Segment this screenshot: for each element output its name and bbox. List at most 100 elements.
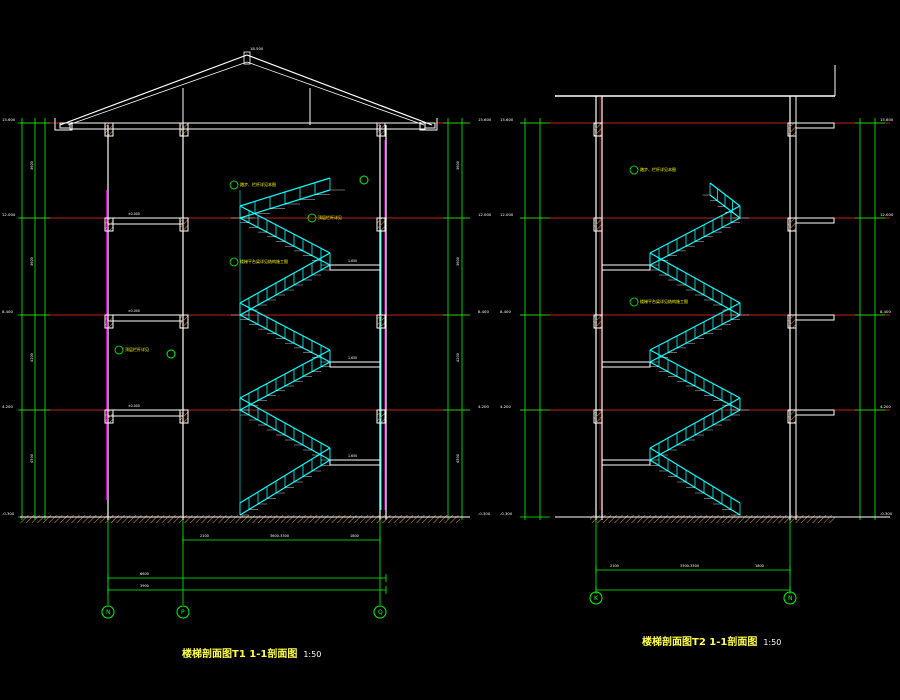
stair-flight-6 <box>231 205 331 266</box>
beam <box>376 409 386 424</box>
callout-note: 楼梯平台梁详见结构施工图 <box>240 258 288 264</box>
stair-flight-r2 <box>649 397 749 461</box>
floor-slab <box>795 122 835 129</box>
elevation-label: 8.400 <box>500 309 511 314</box>
callout-circle <box>114 345 124 355</box>
beam <box>593 122 603 137</box>
elevation-label: 15.600 <box>2 117 16 122</box>
stair-flight-7 <box>239 177 345 219</box>
elevation-label: -0.300 <box>880 511 893 516</box>
callout-note: 楼梯平台梁详见结构施工图 <box>640 298 688 304</box>
stair-flight-r7 <box>702 182 741 219</box>
axis-label: Q <box>378 609 383 616</box>
ridge-post <box>243 51 251 65</box>
stair-landing <box>601 264 651 271</box>
left-title-text: 楼梯剖面图T1 1-1剖面图 <box>182 649 298 660</box>
callout-circle <box>166 349 176 359</box>
floor-slab <box>795 409 835 416</box>
beam <box>104 122 114 137</box>
story-dim: 3600 <box>456 161 460 170</box>
elevation-label: 12.000 <box>500 212 514 217</box>
axis-label: P <box>181 609 185 616</box>
axis-label: N <box>106 609 111 616</box>
stair-landing <box>601 361 651 368</box>
callout-note: 踏步、栏杆详见本图 <box>240 181 276 187</box>
story-dim: 3600 <box>30 161 34 170</box>
elevation-label: 4.200 <box>2 404 13 409</box>
stair-landing <box>329 264 381 271</box>
floor-slab <box>795 314 835 321</box>
stair-flight-1 <box>239 447 339 516</box>
eave-gutter <box>54 118 73 131</box>
left-title-scale: 1:50 <box>303 650 322 659</box>
stair-landing <box>329 361 381 368</box>
stair-flight-r4 <box>649 302 749 363</box>
elevation-label: 4.200 <box>478 404 489 409</box>
elevation-label: 12.000 <box>478 212 492 217</box>
level-mark: ±0.000 <box>128 212 140 216</box>
axis-label: K <box>594 595 599 602</box>
callout-circle <box>229 257 239 267</box>
beam <box>787 217 797 232</box>
elevation-label: 4.200 <box>500 404 511 409</box>
roof-slab <box>69 122 426 130</box>
right-title-scale: 1:50 <box>763 638 782 647</box>
stair-flight-r6 <box>649 205 749 266</box>
story-dim: 4200 <box>30 353 34 362</box>
beam <box>179 217 189 232</box>
elevation-label: 8.400 <box>478 309 489 314</box>
dim-text: 1800 <box>755 564 764 568</box>
story-dim: 4500 <box>456 454 460 463</box>
story-dim: 4500 <box>30 454 34 463</box>
landing-level: 1.650 <box>348 454 357 458</box>
landing-level: 1.650 <box>348 356 357 360</box>
ground-hatch <box>110 515 460 523</box>
beam <box>179 122 189 137</box>
stair-flight-r5 <box>641 252 741 316</box>
floor-slab <box>107 409 184 417</box>
beam <box>104 314 114 329</box>
beam <box>787 409 797 424</box>
elevation-label: 4.200 <box>880 404 891 409</box>
elevation-label: -0.300 <box>2 511 15 516</box>
floor-slab <box>107 217 184 225</box>
story-dim: 3600 <box>30 257 34 266</box>
callout-circle <box>629 297 639 307</box>
dim-text: 3600-3300 <box>270 534 289 538</box>
elevation-label: 15.600 <box>500 117 514 122</box>
stair-flight-r1 <box>641 447 741 516</box>
beam <box>787 122 797 137</box>
stair-landing <box>329 459 381 466</box>
callout-circle <box>359 175 369 185</box>
stair-flight-r3 <box>641 349 741 411</box>
dim-text: 2100 <box>200 534 209 538</box>
callout-note: 踏步、栏杆详见本图 <box>640 166 676 172</box>
dim-text: 6600 <box>140 572 149 576</box>
beam <box>179 409 189 424</box>
dim-text: 3300-3500 <box>680 564 699 568</box>
axis-bubble <box>176 605 190 619</box>
ridge-elevation: 18.500 <box>250 46 264 51</box>
callout-circle <box>307 213 317 223</box>
elevation-label: -0.300 <box>500 511 513 516</box>
level-mark: ±0.000 <box>128 404 140 408</box>
floor-slab <box>107 314 184 322</box>
beam <box>376 314 386 329</box>
axis-bubble <box>101 605 115 619</box>
story-dim: 3600 <box>456 257 460 266</box>
eave-gutter <box>419 118 438 131</box>
dim-text: 3900 <box>140 584 149 588</box>
stair-flight-4 <box>231 302 331 363</box>
beam <box>179 314 189 329</box>
landing-level: 1.650 <box>348 259 357 263</box>
beam <box>104 217 114 232</box>
beam <box>104 409 114 424</box>
beam <box>787 314 797 329</box>
elevation-label: 12.000 <box>880 212 894 217</box>
elevation-label: 8.400 <box>880 309 891 314</box>
callout-circle <box>629 165 639 175</box>
axis-bubble <box>589 591 603 605</box>
callout-note: 顶层栏杆详见 <box>318 214 342 220</box>
beam <box>593 217 603 232</box>
